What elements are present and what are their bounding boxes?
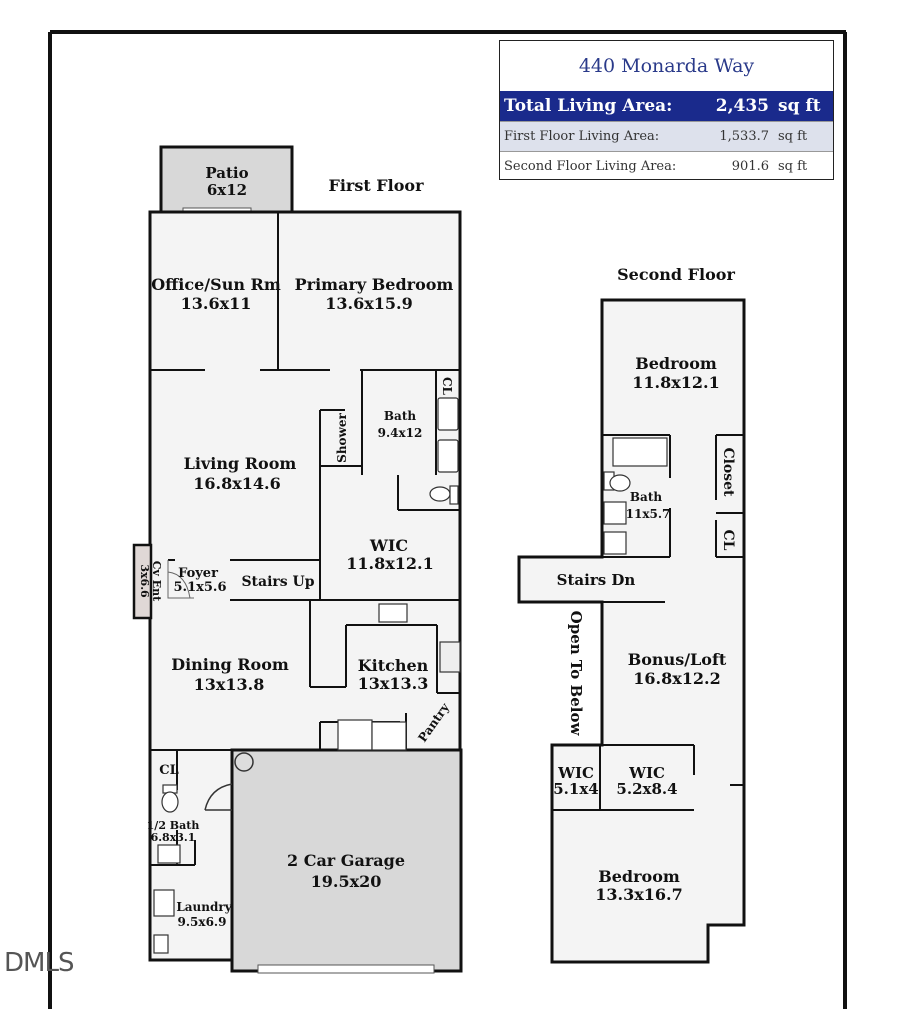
first-floor-plan: First Floor Patio 6x12 Office/Sun Rm 13.… (132, 145, 463, 974)
second-floor-area-value: 901.6 (731, 159, 769, 174)
first-floor-area-value: 1,533.7 (719, 129, 769, 144)
bedroom-2-name: Bedroom (598, 867, 680, 886)
dining-room-name: Dining Room (171, 655, 289, 674)
bonus-loft-size: 16.8x12.2 (633, 669, 720, 688)
foyer-door-swing (167, 560, 194, 599)
shower-label: Shower (335, 412, 349, 462)
patio-size: 6x12 (207, 181, 247, 199)
garage-size: 19.5x20 (311, 872, 382, 891)
garage-door (257, 964, 435, 974)
garage-entry-door-swing (204, 783, 233, 811)
first-floor-area-label: First Floor Living Area: (504, 129, 660, 144)
dining-room-size: 13x13.8 (194, 675, 265, 694)
primary-bedroom-name: Primary Bedroom (295, 275, 454, 294)
wic-1-name: WIC (557, 764, 594, 782)
total-living-area-unit: sq ft (778, 96, 821, 116)
bedroom-1-name: Bedroom (635, 354, 717, 373)
second-floor-outline (517, 298, 746, 964)
bath-name: Bath (384, 409, 416, 423)
second-floor-area-row: Second Floor Living Area: 901.6 sq ft (500, 151, 833, 181)
address-title: 440 Monarda Way (578, 55, 755, 77)
covered-entry-area (132, 543, 153, 620)
bedroom-2-size: 13.3x16.7 (595, 885, 682, 904)
kitchen-name: Kitchen (358, 656, 429, 675)
wic-size: 11.8x12.1 (346, 554, 433, 573)
wic-name: WIC (369, 536, 408, 555)
half-bath-size: 6.8x3.1 (151, 831, 196, 844)
first-floor-area-row: First Floor Living Area: 1,533.7 sq ft (500, 121, 833, 151)
cl-label-2nd: CL (720, 530, 736, 551)
closet-label-2nd: Closet (720, 447, 736, 497)
foyer-name: Foyer (178, 566, 218, 581)
second-floor-plan: Second Floor Bedroom 11.8x12.1 Closet Ba… (517, 265, 746, 964)
bath-2nd-size: 11x5.7 (626, 507, 671, 521)
office-name: Office/Sun Rm (151, 275, 281, 294)
total-living-area-row: Total Living Area: 2,435 sq ft (500, 91, 833, 121)
closet-2-label: CL (159, 763, 179, 778)
cv-ent-size: 3x6.6 (138, 564, 151, 598)
stairs-down-label: Stairs Dn (557, 571, 636, 589)
bath-size: 9.4x12 (378, 426, 423, 440)
stairs-up-label: Stairs Up (241, 574, 314, 590)
half-bath-name: 1/2 Bath (147, 819, 200, 832)
second-floor-area-unit: sq ft (778, 159, 808, 174)
cv-ent-name: Cv Ent (150, 561, 163, 602)
primary-bedroom-size: 13.6x15.9 (325, 294, 412, 313)
first-floor-title: First Floor (328, 176, 424, 195)
open-to-below-label: Open To Below (567, 611, 585, 737)
garage-name: 2 Car Garage (287, 851, 405, 870)
laundry-name: Laundry (176, 900, 232, 914)
closet-label: CL (440, 377, 454, 396)
office-size: 13.6x11 (181, 294, 252, 313)
water-heater-icon (234, 752, 254, 772)
bath-2nd-name: Bath (630, 490, 662, 504)
mls-watermark: DMLS (4, 948, 74, 978)
second-floor-title: Second Floor (617, 265, 735, 284)
wic-2-name: WIC (628, 764, 665, 782)
patio-name: Patio (205, 164, 248, 182)
total-living-area-value: 2,435 (715, 96, 769, 116)
wic-1-size: 5.1x4 (553, 780, 598, 798)
foyer-size: 5.1x5.6 (174, 580, 227, 595)
living-room-size: 16.8x14.6 (193, 474, 280, 493)
first-floor-fixtures (153, 397, 461, 954)
second-floor-area-label: Second Floor Living Area: (504, 159, 677, 174)
first-floor-area-unit: sq ft (778, 129, 808, 144)
total-living-area-label: Total Living Area: (504, 96, 673, 116)
bonus-loft-name: Bonus/Loft (628, 650, 727, 669)
first-floor-interior-walls (150, 212, 460, 866)
kitchen-size: 13x13.3 (358, 674, 429, 693)
bedroom-1-size: 11.8x12.1 (632, 373, 719, 392)
area-summary-table: 440 Monarda Way Total Living Area: 2,435… (499, 40, 834, 180)
laundry-size: 9.5x6.9 (178, 915, 227, 929)
page-frame (48, 30, 847, 1009)
second-floor-interior-walls (552, 434, 744, 811)
wic-2-size: 5.2x8.4 (616, 780, 677, 798)
living-room-name: Living Room (184, 454, 297, 473)
second-floor-fixtures (603, 437, 668, 555)
